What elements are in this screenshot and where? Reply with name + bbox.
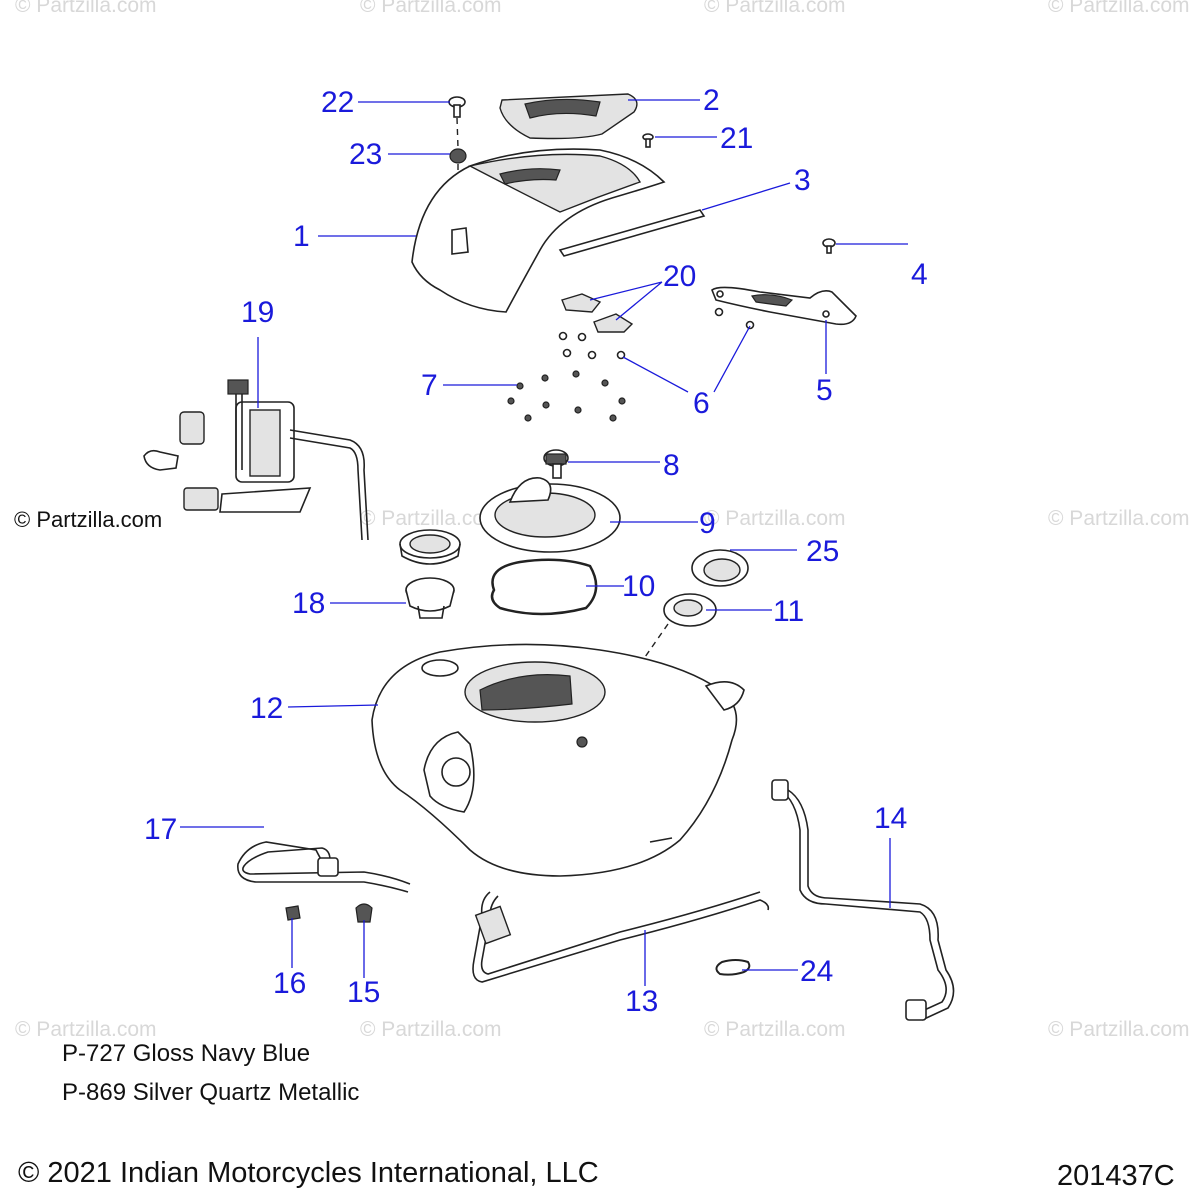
callout-12: 12: [250, 692, 284, 725]
leader-lines: [180, 99, 908, 986]
part-13-vent-line: [472, 891, 770, 983]
part-4-screw: [822, 238, 836, 254]
part-19-fuel-pump: [143, 379, 369, 541]
part-ring-left: [399, 529, 461, 565]
callout-9: 9: [699, 507, 716, 540]
copyright-footer: © 2021 Indian Motorcycles International,…: [18, 1157, 599, 1189]
callout-21: 21: [720, 122, 754, 155]
part-16-clip: [285, 905, 301, 921]
callout-4: 4: [911, 258, 928, 291]
part-25-ring: [691, 549, 749, 587]
part-15-clip: [355, 903, 373, 923]
part-9-pump-flange: [479, 477, 621, 553]
part-8-valve: [543, 449, 569, 479]
part-17-hose: [242, 847, 411, 885]
watermark: © Partzilla.com: [704, 1018, 846, 1041]
part-21-screw: [642, 133, 654, 148]
callout-24: 24: [800, 955, 834, 988]
callout-10: 10: [622, 570, 656, 603]
watermark: © Partzilla.com: [360, 507, 502, 530]
watermark: © Partzilla.com: [1048, 1018, 1190, 1041]
part-18-cap: [405, 577, 455, 619]
callout-8: 8: [663, 449, 680, 482]
callout-3: 3: [794, 164, 811, 197]
callout-7: 7: [421, 369, 438, 402]
callout-23: 23: [349, 138, 383, 171]
callout-14: 14: [874, 802, 908, 835]
paint-code-silver: P-869 Silver Quartz Metallic: [62, 1079, 360, 1106]
callout-19: 19: [241, 296, 275, 329]
callout-5: 5: [816, 374, 833, 407]
callout-1: 1: [293, 220, 310, 253]
part-11-cap: [663, 593, 717, 627]
callout-2: 2: [703, 84, 720, 117]
watermark: © Partzilla.com: [1048, 0, 1190, 17]
diagram-id: 201437C: [1057, 1160, 1175, 1192]
callout-20: 20: [663, 260, 697, 293]
watermark: © Partzilla.com: [360, 0, 502, 17]
part-23-grommet: [449, 148, 467, 164]
part-14-hose: [771, 779, 955, 1021]
part-6-7-fasteners: [507, 307, 755, 422]
part-24-clamp: [715, 959, 751, 976]
part-1-console-cover: [411, 148, 666, 313]
part-10-gasket: [490, 558, 598, 616]
paint-code-navy: P-727 Gloss Navy Blue: [62, 1040, 311, 1067]
part-12-fuel-tank: [371, 643, 745, 877]
part-20-clips: [561, 293, 634, 333]
callout-25: 25: [806, 535, 840, 568]
callout-22: 22: [321, 86, 355, 119]
callout-15: 15: [347, 976, 381, 1009]
watermark: © Partzilla.com: [360, 1018, 502, 1041]
part-5-bracket: [711, 286, 857, 326]
callout-16: 16: [273, 967, 307, 1000]
partzilla-copyright: © Partzilla.com: [14, 507, 163, 532]
part-3-seal-strip: [558, 209, 706, 257]
watermark: © Partzilla.com: [1048, 507, 1190, 530]
watermark: © Partzilla.com: [704, 507, 846, 530]
watermark: © Partzilla.com: [15, 0, 157, 17]
callout-17: 17: [144, 813, 178, 846]
part-22-screw: [448, 96, 466, 118]
callout-18: 18: [292, 587, 326, 620]
callout-6: 6: [693, 387, 710, 420]
watermark: © Partzilla.com: [15, 1018, 157, 1041]
callout-11: 11: [773, 595, 805, 628]
watermark: © Partzilla.com: [704, 0, 846, 17]
callout-13: 13: [625, 985, 659, 1018]
